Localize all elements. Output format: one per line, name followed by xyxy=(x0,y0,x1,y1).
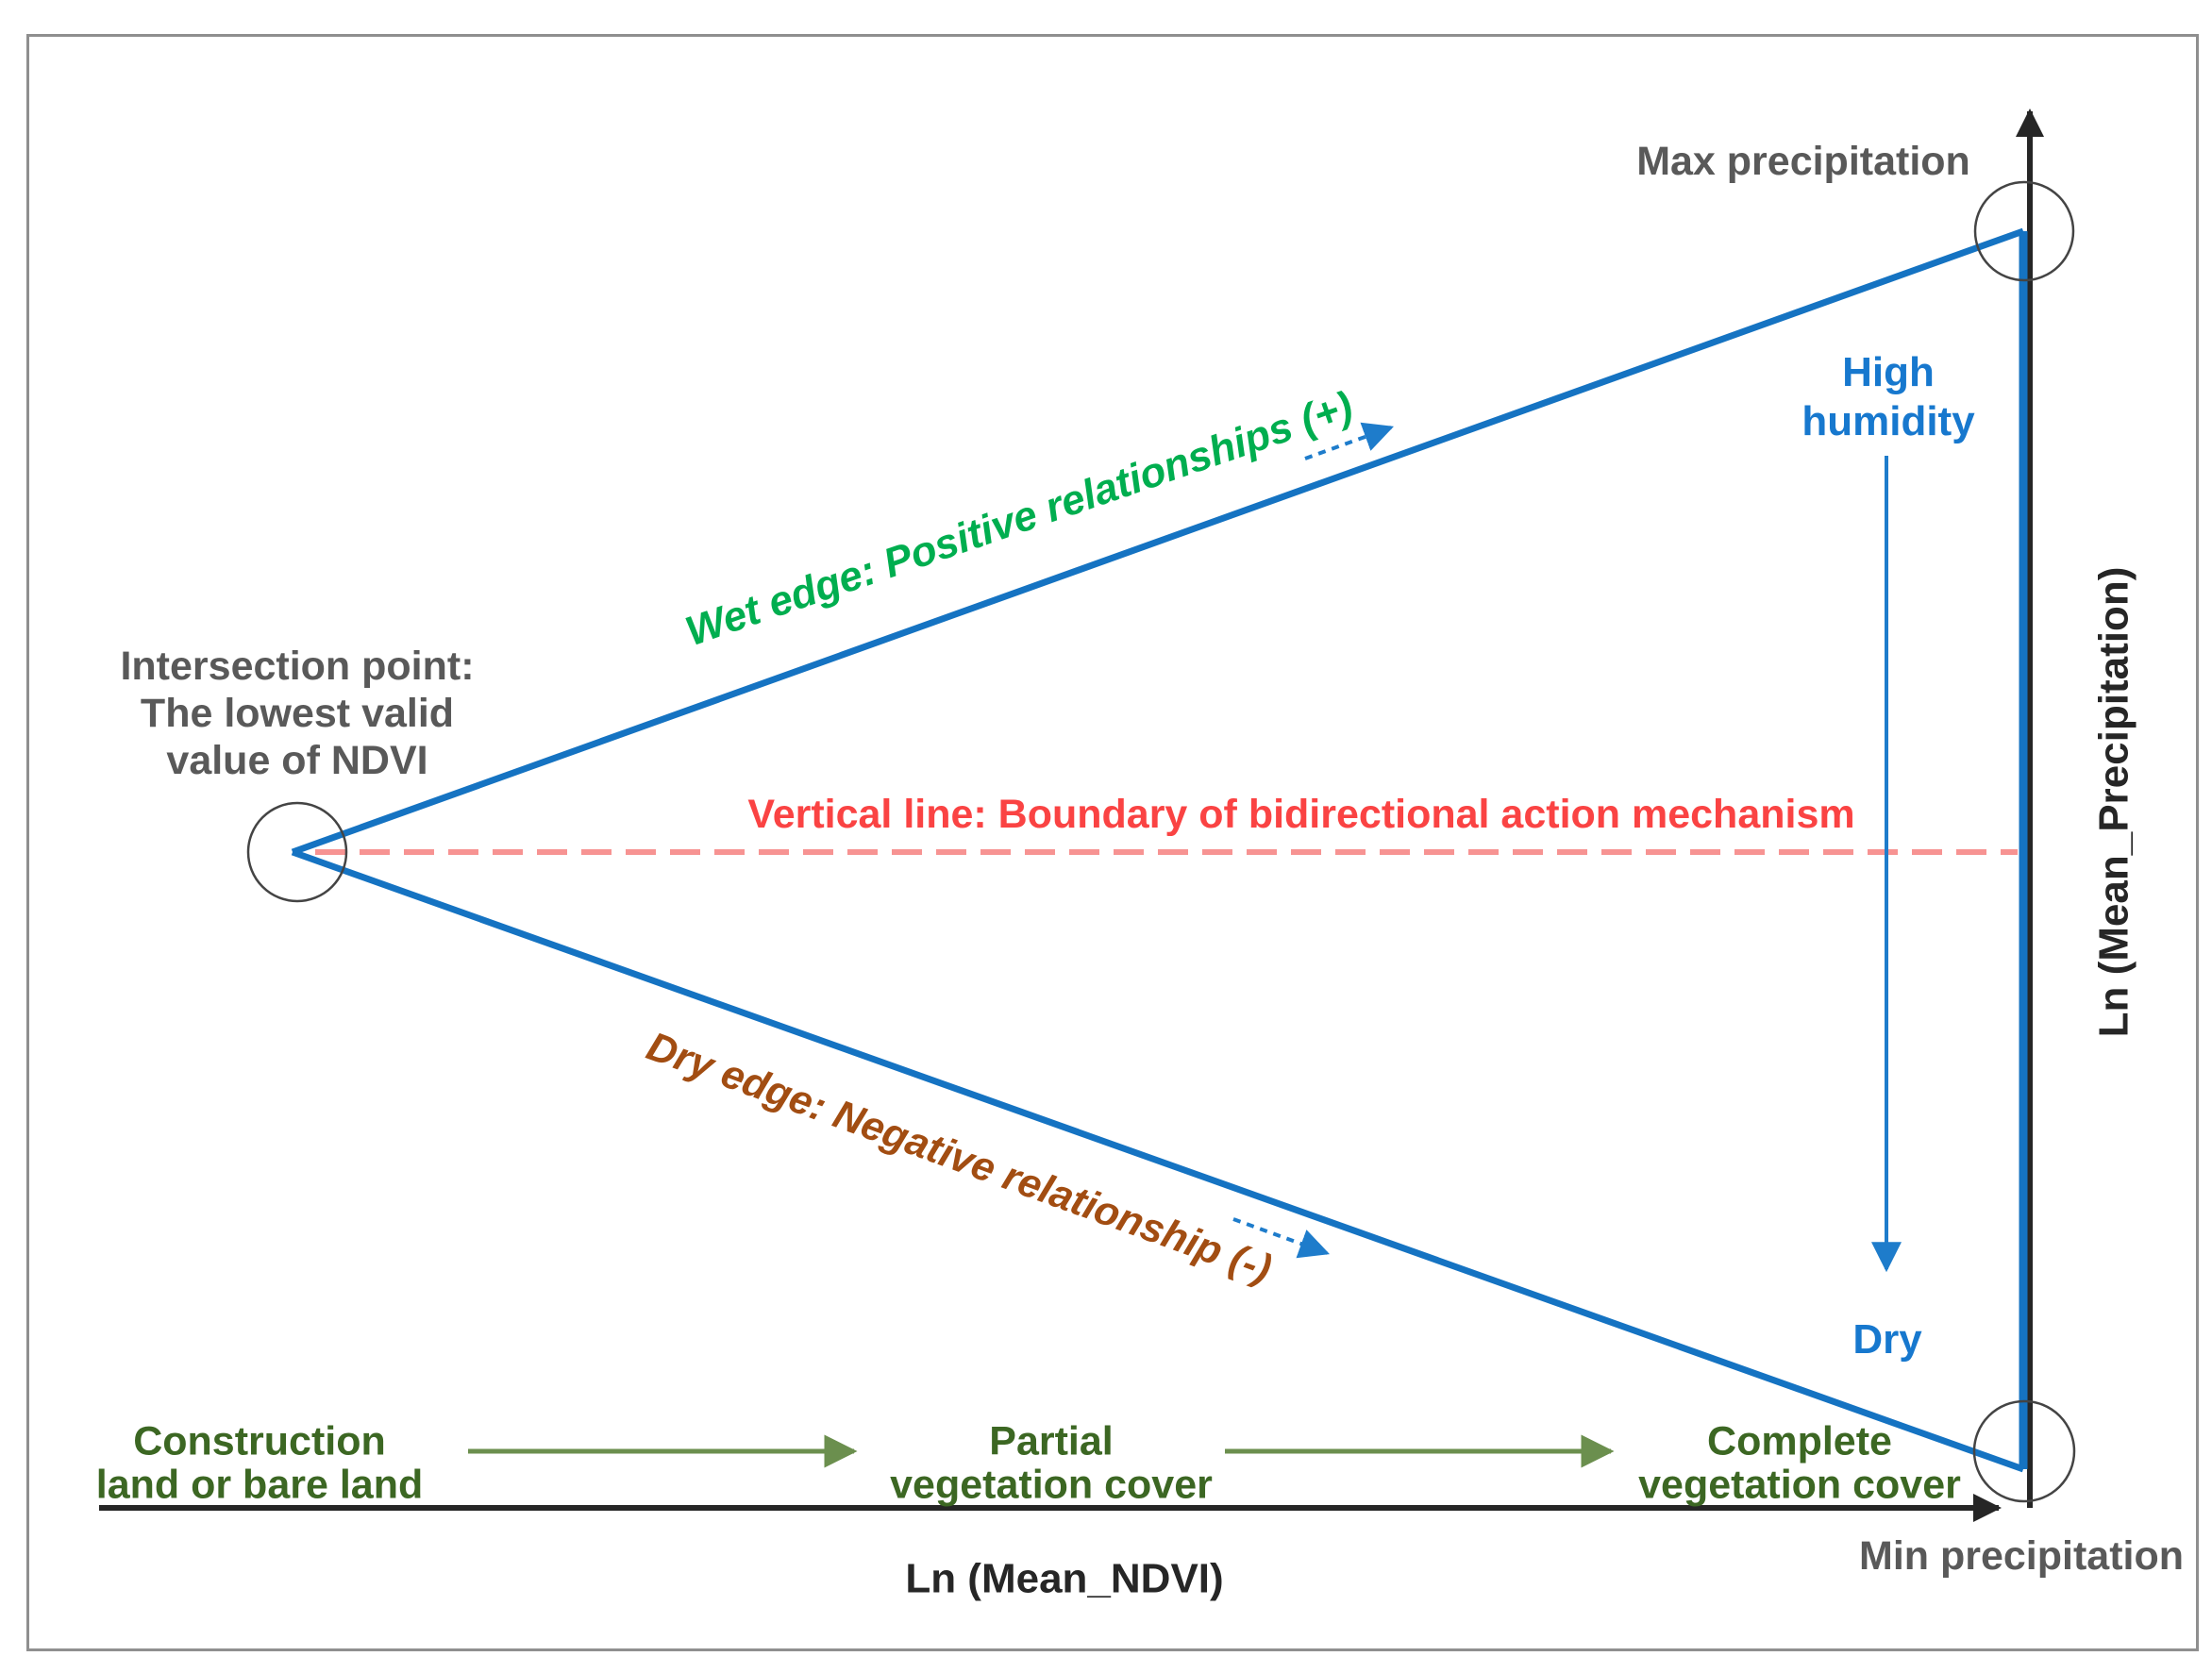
min-precipitation-circle xyxy=(1972,1399,2076,1503)
dry-edge-line xyxy=(291,848,2025,1473)
intersection-point-label: Intersection point: The lowest valid val… xyxy=(120,644,475,783)
dry-label: Dry xyxy=(1852,1316,1922,1363)
wet-direction-arrow xyxy=(1304,422,1395,460)
high-humidity-label: High humidity xyxy=(1801,349,1975,444)
max-precipitation-circle xyxy=(1973,180,2075,282)
min-precipitation-label: Min precipitation xyxy=(1859,1533,2184,1580)
x-axis-title: Ln (Mean_NDVI) xyxy=(905,1555,1224,1602)
partial-vegetation-label: Partial vegetation cover xyxy=(890,1418,1213,1507)
wet-edge-line xyxy=(291,227,2025,856)
y-axis-title: Ln (Mean_Precipitation) xyxy=(2090,566,2137,1038)
diagram-border-frame xyxy=(26,34,2199,1651)
max-precipitation-label: Max precipitation xyxy=(1636,139,1970,185)
boundary-line-label: Vertical line: Boundary of bidirectional… xyxy=(747,792,1855,838)
construction-land-label: Construction land or bare land xyxy=(95,1418,424,1507)
complete-vegetation-label: Complete vegetation cover xyxy=(1638,1418,1961,1507)
intersection-point-circle xyxy=(246,801,348,903)
dry-direction-arrow xyxy=(1232,1217,1331,1259)
